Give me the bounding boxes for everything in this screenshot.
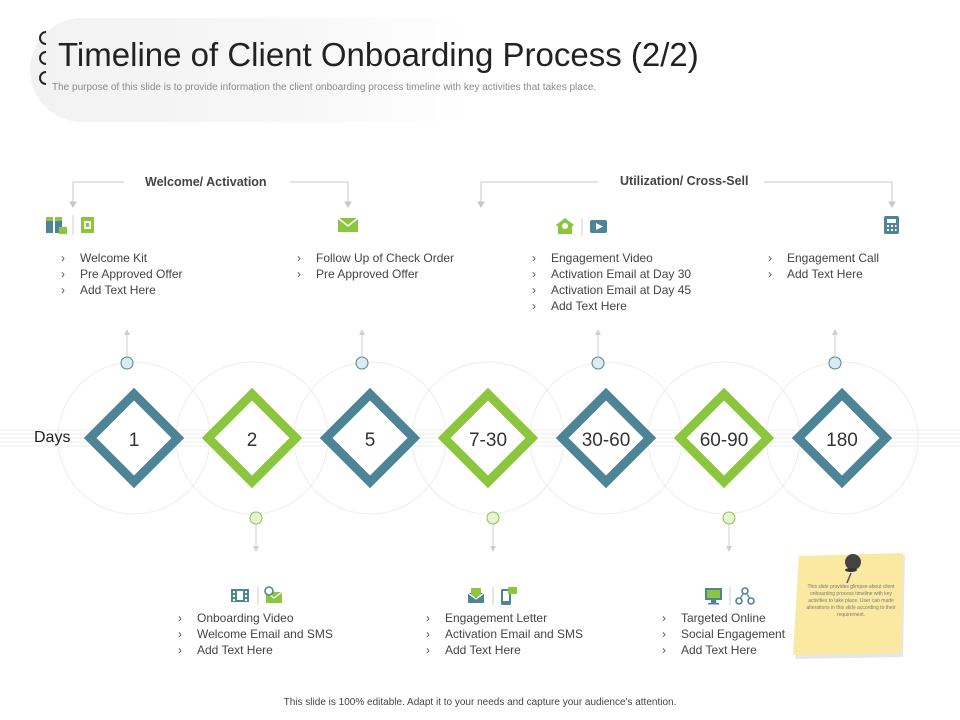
- film-icon: [231, 589, 249, 602]
- email-search-icon: [264, 586, 283, 603]
- list-item: Pre Approved Offer: [296, 266, 454, 282]
- list-item: Add Text Here: [531, 298, 691, 314]
- top-icons-3: [556, 217, 610, 237]
- top-dot-2: [355, 356, 369, 370]
- bottom-list-2: Engagement Letter Activation Email and S…: [425, 610, 583, 658]
- video-play-icon: [590, 220, 607, 233]
- phase-brackets: [69, 181, 896, 208]
- pushpin-icon: [845, 554, 861, 584]
- list-item: Onboarding Video: [177, 610, 333, 626]
- bottom-connectors: [249, 511, 736, 552]
- phase-label-utilization: Utilization/ Cross-Sell: [620, 174, 749, 188]
- bottom-icons-1: [230, 586, 286, 606]
- gift-box-icon: [46, 217, 67, 234]
- milestone-3: 5: [319, 387, 421, 489]
- phase-label-welcome: Welcome/ Activation: [145, 175, 267, 189]
- milestone-6: 60-90: [673, 387, 775, 489]
- milestone-4: 7-30: [437, 387, 539, 489]
- top-icons-2: [337, 216, 359, 236]
- list-item: Engagement Letter: [425, 610, 583, 626]
- top-list-1: Welcome Kit Pre Approved Offer Add Text …: [60, 250, 183, 298]
- milestone-2: 2: [201, 387, 303, 489]
- milestone-label-7: 180: [826, 430, 858, 451]
- milestone-5: 30-60: [555, 387, 657, 489]
- mobile-sms-icon: [501, 587, 517, 605]
- list-item: Add Text Here: [177, 642, 333, 658]
- list-item: Social Engagement: [661, 626, 785, 642]
- top-icons-4: [882, 215, 902, 235]
- list-item: Welcome Email and SMS: [177, 626, 333, 642]
- top-list-3: Engagement Video Activation Email at Day…: [531, 250, 691, 314]
- list-item: Add Text Here: [767, 266, 879, 282]
- list-item: Welcome Kit: [60, 250, 183, 266]
- list-item: Targeted Online: [661, 610, 785, 626]
- list-item: Activation Email at Day 45: [531, 282, 691, 298]
- milestone-label-4: 7-30: [469, 430, 507, 451]
- list-item: Activation Email and SMS: [425, 626, 583, 642]
- page-title: Timeline of Client Onboarding Process (2…: [58, 36, 699, 73]
- bottom-list-3: Targeted Online Social Engagement Add Te…: [661, 610, 785, 658]
- document-icon: [81, 217, 94, 233]
- network-icon: [735, 587, 755, 605]
- email-settings-icon: [556, 218, 574, 234]
- list-item: Add Text Here: [661, 642, 785, 658]
- sticky-note-text: This slide provides glimpse about client…: [806, 584, 896, 618]
- top-list-2: Follow Up of Check Order Pre Approved Of…: [296, 250, 454, 282]
- milestone-label-1: 1: [129, 430, 140, 451]
- bottom-icons-3: [704, 586, 756, 606]
- phone-icon: [884, 216, 899, 234]
- top-dot-1: [120, 356, 134, 370]
- list-item: Pre Approved Offer: [60, 266, 183, 282]
- binder-rings-icon: [39, 31, 47, 85]
- list-item: Engagement Video: [531, 250, 691, 266]
- list-item: Add Text Here: [60, 282, 183, 298]
- bottom-list-1: Onboarding Video Welcome Email and SMS A…: [177, 610, 333, 658]
- monitor-icon: [705, 588, 722, 605]
- bottom-dot-1: [249, 511, 263, 525]
- milestone-diamonds: 1 2 5 7-30 30-60 60-90 180: [83, 387, 893, 489]
- top-icons-1: [45, 214, 105, 235]
- bottom-icons-2: [467, 586, 519, 606]
- top-connectors: [120, 329, 842, 370]
- list-item: Follow Up of Check Order: [296, 250, 454, 266]
- bottom-dot-2: [486, 511, 500, 525]
- footer-text: This slide is 100% editable. Adapt it to…: [283, 697, 677, 708]
- bottom-dot-3: [722, 511, 736, 525]
- top-dot-4: [828, 356, 842, 370]
- title-band: [30, 18, 470, 122]
- days-label: Days: [34, 429, 71, 446]
- letter-icon: [467, 588, 485, 603]
- milestone-label-6: 60-90: [700, 430, 749, 451]
- envelope-icon: [337, 217, 359, 232]
- top-dot-3: [591, 356, 605, 370]
- list-item: Engagement Call: [767, 250, 879, 266]
- milestone-label-3: 5: [365, 430, 376, 451]
- list-item: Activation Email at Day 30: [531, 266, 691, 282]
- milestone-label-2: 2: [247, 430, 258, 451]
- list-item: Add Text Here: [425, 642, 583, 658]
- milestone-label-5: 30-60: [582, 430, 631, 451]
- milestone-7: 180: [791, 387, 893, 489]
- milestone-1: 1: [83, 387, 185, 489]
- page-subtitle: The purpose of this slide is to provide …: [52, 82, 597, 93]
- sticky-note: [793, 553, 905, 659]
- top-list-4: Engagement Call Add Text Here: [767, 250, 879, 282]
